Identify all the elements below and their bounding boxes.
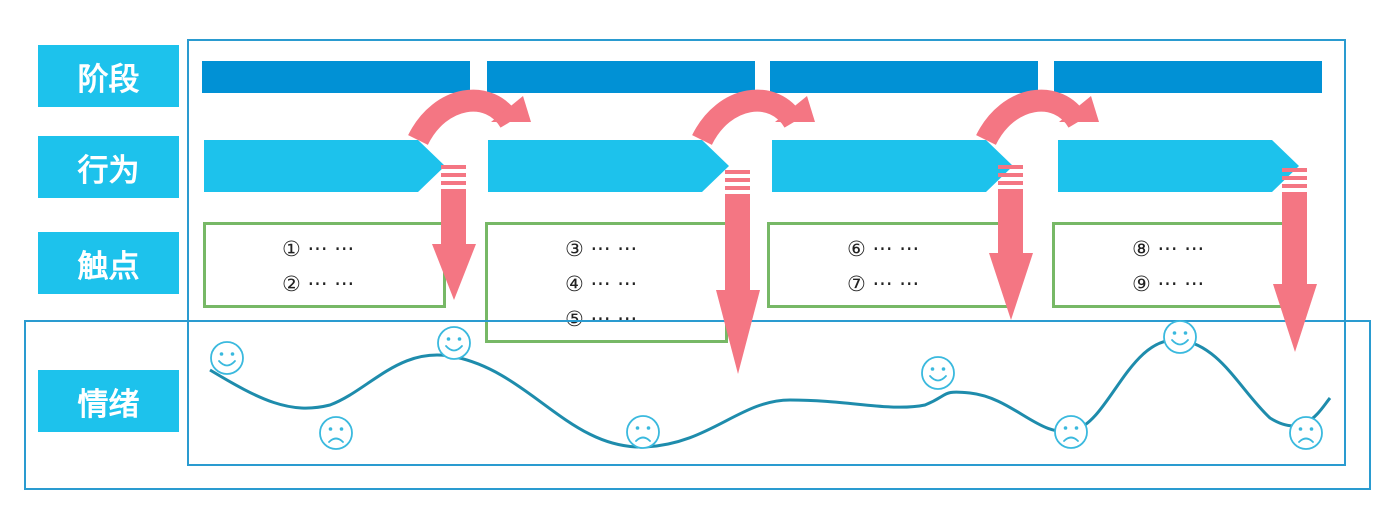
- stage-bar-4: [1054, 61, 1322, 93]
- happy-face-icon: [210, 341, 244, 375]
- stage-bar-1: [202, 61, 470, 93]
- transition-arrow-3: [976, 89, 1099, 146]
- stage-bar-2: [487, 61, 755, 93]
- behavior-chevron-4: [1058, 140, 1299, 192]
- touchpoint-item: ⑨ ··· ···: [1132, 272, 1205, 296]
- row-label-touchpoint: 触点: [38, 232, 179, 294]
- drop-arrow-2: [716, 170, 760, 374]
- touchpoint-box-4: ⑧ ··· ··· ⑨ ··· ···: [1052, 222, 1295, 308]
- stage-bar-3: [770, 61, 1038, 93]
- emotion-frame: [24, 320, 1371, 490]
- drop-arrow-3: [989, 165, 1033, 320]
- touchpoint-item: ④ ··· ···: [565, 272, 638, 296]
- emotion-faces: [210, 320, 1323, 450]
- behavior-chevron-3: [772, 140, 1013, 192]
- behavior-chevron-2: [488, 140, 729, 192]
- sad-face-icon: [626, 415, 660, 449]
- touchpoint-item: ⑧ ··· ···: [1132, 237, 1205, 261]
- drop-arrow-1: [432, 165, 476, 300]
- touchpoint-item: ② ··· ···: [282, 272, 355, 296]
- touchpoint-box-1: ① ··· ··· ② ··· ···: [203, 222, 446, 308]
- sad-face-icon: [319, 416, 353, 450]
- happy-face-icon: [1163, 320, 1197, 354]
- touchpoint-item: ⑦ ··· ···: [847, 272, 920, 296]
- touchpoint-box-3: ⑥ ··· ··· ⑦ ··· ···: [767, 222, 1010, 308]
- sad-face-icon: [1054, 415, 1088, 449]
- transition-arrow-2: [692, 89, 815, 146]
- happy-face-icon: [921, 356, 955, 390]
- drop-arrow-4: [1273, 168, 1317, 352]
- touchpoint-item: ⑤ ··· ···: [565, 307, 638, 331]
- main-frame: [187, 39, 1346, 466]
- behavior-chevron-1: [204, 140, 445, 192]
- transition-arrow-1: [408, 89, 531, 146]
- row-label-stage: 阶段: [38, 45, 179, 107]
- emotion-curve: [209, 338, 1332, 449]
- row-label-emotion: 情绪: [38, 370, 179, 432]
- touchpoint-item: ③ ··· ···: [565, 237, 638, 261]
- sad-face-icon: [1289, 416, 1323, 450]
- touchpoint-item: ① ··· ···: [282, 237, 355, 261]
- row-label-behavior: 行为: [38, 136, 179, 198]
- touchpoint-item: ⑥ ··· ···: [847, 237, 920, 261]
- happy-face-icon: [437, 326, 471, 360]
